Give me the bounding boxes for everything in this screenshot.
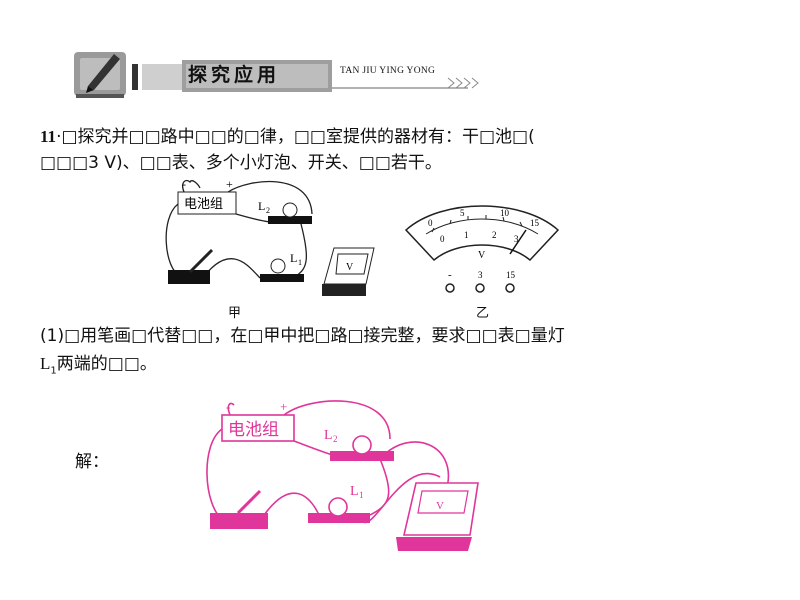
scale-bottom-2: 2 <box>492 230 497 240</box>
scale-bottom-3: 3 <box>514 234 519 244</box>
terminal-3-label: 3 <box>478 270 483 280</box>
question-line-1: 11·□探究并□□路中□□的□律，□□室提供的器材有：干□池□( <box>40 124 770 150</box>
solution-L2-sub: 2 <box>333 434 338 444</box>
scale-top-0: 0 <box>428 218 433 228</box>
L1-sub: 1 <box>298 258 302 267</box>
part1-L-sub: 1 <box>50 365 57 377</box>
solution-L1-label: L <box>350 484 359 499</box>
question-line-2: □□□3 V)、□□表、多个小灯泡、开关、□□若干。 <box>40 153 442 173</box>
banner-subtitle: TAN JIU YING YONG <box>340 66 436 76</box>
voltmeter-small: V <box>322 247 375 296</box>
L2-label: L <box>258 199 265 213</box>
solution-L1-sub: 1 <box>359 490 364 500</box>
scale-bottom-0: 0 <box>440 234 445 244</box>
minus-label: - <box>182 178 186 191</box>
scale-bottom-1: 1 <box>464 230 469 240</box>
part1-L: L <box>40 354 51 373</box>
dial-v-label: V <box>478 250 486 261</box>
solution-voltmeter-v: V <box>436 500 444 512</box>
solution-minus-label: - <box>226 399 230 414</box>
question-text-1: ·□探究并□□路中□□的□律，□□室提供的器材有：干□池□( <box>56 127 535 147</box>
battery-label: 电池组 <box>184 196 223 211</box>
part1-line-2-rest: 两端的□□。 <box>56 354 157 374</box>
section-banner <box>74 52 479 98</box>
solution-plus-label: + <box>280 399 287 414</box>
question-part-1: (1)□用笔画□代替□□，在□甲中把□路□接完整，要求□□表□量灯 L1两端的□… <box>40 322 770 385</box>
solution-circuit: 电池组 - + L 2 L 1 V <box>206 399 479 551</box>
figure-yi-voltmeter: 0 5 10 15 0 1 2 3 V - 3 15 <box>404 205 560 293</box>
scale-top-2: 10 <box>500 208 510 218</box>
part1-line-1: (1)□用笔画□代替□□，在□甲中把□路□接完整，要求□□表□量灯 <box>40 326 565 346</box>
terminal-minus-label: - <box>448 269 452 281</box>
scale-top-3: 15 <box>530 218 540 228</box>
figure-jia-label: 甲 <box>228 306 242 321</box>
pen-icon <box>74 52 126 98</box>
question-number: 11 <box>40 127 57 146</box>
banner-title: 探究应用 <box>188 64 281 86</box>
voltmeter-small-v: V <box>346 262 354 273</box>
solution-label: 解： <box>75 452 109 472</box>
solution-L2-label: L <box>324 428 333 443</box>
plus-label: + <box>226 178 233 191</box>
figure-jia: 电池组 - + L 2 L 1 <box>165 178 313 284</box>
scale-top-1: 5 <box>460 208 465 218</box>
L1-label: L <box>290 251 297 265</box>
solution-battery-label: 电池组 <box>228 420 279 439</box>
question-11: 11·□探究并□□路中□□的□律，□□室提供的器材有：干□池□( □□□3 V)… <box>40 124 770 176</box>
part1-line-2: L1两端的□□。 <box>40 350 770 385</box>
L2-sub: 2 <box>266 206 270 215</box>
figure-yi-label: 乙 <box>476 306 490 321</box>
terminal-15-label: 15 <box>506 270 516 280</box>
